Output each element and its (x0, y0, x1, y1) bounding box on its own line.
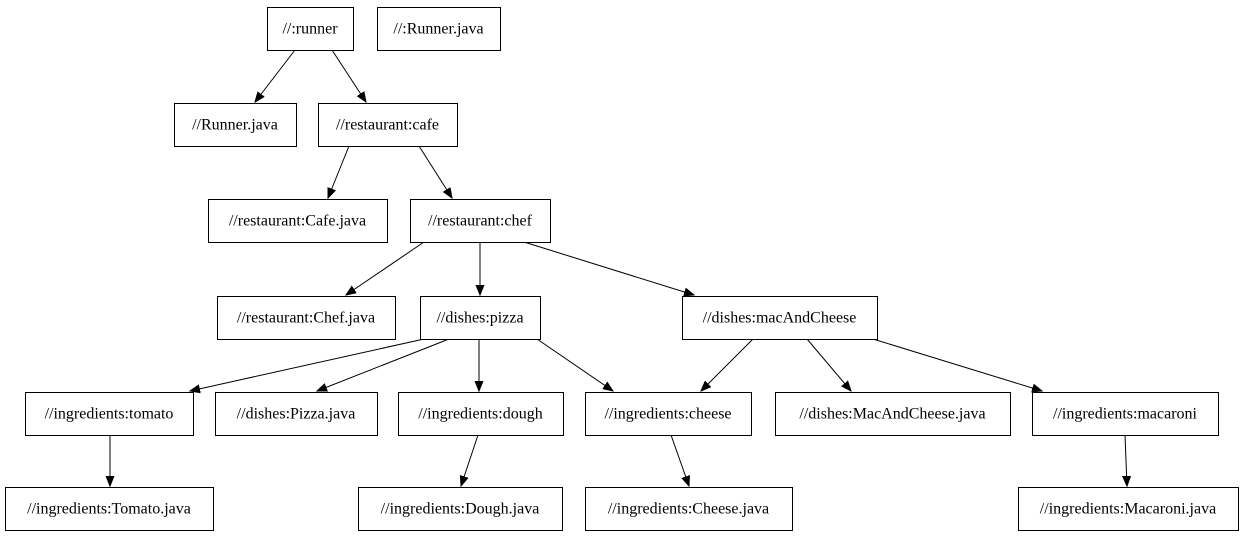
edge-cafe-to-cafe-java (328, 145, 350, 198)
graph-node-dough-java: //ingredients:Dough.java (358, 487, 563, 531)
nodes-layer: //:runner //:Runner.java //Runner.java //re… (5, 7, 1239, 531)
node-box-chef (410, 199, 551, 243)
node-box-cheese (585, 392, 752, 436)
edge-cafe-to-chef (418, 145, 452, 198)
graph-node-mac-and-cheese: //dishes:macAndCheese (682, 296, 878, 340)
node-box-macaroni-java (1018, 487, 1239, 531)
edge-pizza-to-tomato (190, 338, 425, 391)
edge-runner-to-runner-java (255, 49, 296, 102)
graph-node-cheese: //ingredients:cheese (585, 392, 752, 436)
node-label-mac-and-cheese: //dishes:macAndCheese (703, 310, 857, 327)
edge-cheese-to-cheese-java (670, 434, 689, 486)
node-label-dough: //ingredients:dough (418, 406, 542, 423)
edge-mac-and-cheese-to-cheese (701, 338, 754, 391)
node-box-dough-java (358, 487, 563, 531)
node-label-cheese: //ingredients:cheese (604, 406, 731, 423)
node-box-mac-and-cheese-java (775, 392, 1011, 436)
graph-node-tomato-java: //ingredients:Tomato.java (5, 487, 214, 531)
graph-node-chef: //restaurant:chef (410, 199, 551, 243)
node-box-dough (398, 392, 564, 436)
graph-node-chef-java: //restaurant:Chef.java (217, 296, 396, 340)
edge-mac-and-cheese-to-mac-and-cheese-java (806, 338, 851, 391)
node-box-pizza (420, 296, 541, 340)
node-label-runner: //:runner (282, 21, 338, 38)
node-label-cafe-java: //restaurant:Cafe.java (229, 213, 366, 230)
graph-node-macaroni: //ingredients:macaroni (1032, 392, 1219, 436)
graph-node-mac-and-cheese-java: //dishes:MacAndCheese.java (775, 392, 1011, 436)
graph-node-root-runner-java: //:Runner.java (377, 7, 501, 51)
node-box-mac-and-cheese (682, 296, 878, 340)
graph-node-pizza-java: //dishes:Pizza.java (215, 392, 378, 436)
node-label-macaroni-java: //ingredients:Macaroni.java (1040, 501, 1216, 518)
node-box-tomato (25, 392, 194, 436)
edge-pizza-to-pizza-java (317, 338, 450, 391)
node-label-tomato-java: //ingredients:Tomato.java (27, 501, 191, 518)
node-box-cafe-java (208, 199, 388, 243)
node-label-runner-java: //Runner.java (192, 117, 278, 134)
edge-dough-to-dough-java (461, 434, 479, 486)
graph-node-cafe-java: //restaurant:Cafe.java (208, 199, 388, 243)
graph-node-tomato: //ingredients:tomato (25, 392, 194, 436)
node-box-runner (267, 7, 354, 51)
graph-node-cafe: //restaurant:cafe (318, 103, 458, 147)
graph-node-pizza: //dishes:pizza (420, 296, 541, 340)
node-label-cheese-java: //ingredients:Cheese.java (608, 501, 769, 518)
node-label-tomato: //ingredients:tomato (45, 406, 174, 423)
node-label-root-runner-java: //:Runner.java (393, 21, 483, 38)
node-box-macaroni (1032, 392, 1219, 436)
node-label-chef-java: //restaurant:Chef.java (237, 310, 375, 327)
edge-macaroni-to-macaroni-java (1125, 434, 1127, 486)
graph-node-runner-java: //Runner.java (174, 103, 297, 147)
edge-chef-to-mac-and-cheese (523, 241, 694, 295)
edge-pizza-to-cheese (536, 338, 613, 391)
node-label-pizza: //dishes:pizza (436, 310, 523, 327)
node-box-runner-java (174, 103, 297, 147)
node-box-root-runner-java (377, 7, 501, 51)
edge-runner-to-cafe (331, 49, 366, 102)
node-box-pizza-java (215, 392, 378, 436)
node-label-mac-and-cheese-java: //dishes:MacAndCheese.java (799, 406, 985, 423)
graph-node-dough: //ingredients:dough (398, 392, 564, 436)
node-box-cheese-java (585, 487, 793, 531)
graph-node-runner: //:runner (267, 7, 354, 51)
node-label-chef: //restaurant:chef (428, 213, 533, 230)
node-label-macaroni: //ingredients:macaroni (1053, 406, 1198, 423)
edge-chef-to-chef-java (346, 241, 425, 295)
node-label-cafe: //restaurant:cafe (336, 117, 439, 134)
edge-mac-and-cheese-to-macaroni (872, 338, 1042, 391)
node-label-pizza-java: //dishes:Pizza.java (237, 406, 356, 423)
node-box-cafe (318, 103, 458, 147)
node-label-dough-java: //ingredients:Dough.java (381, 501, 540, 518)
edges-layer (110, 49, 1127, 486)
node-box-tomato-java (5, 487, 214, 531)
graph-node-cheese-java: //ingredients:Cheese.java (585, 487, 793, 531)
node-box-chef-java (217, 296, 396, 340)
graph-node-macaroni-java: //ingredients:Macaroni.java (1018, 487, 1239, 531)
